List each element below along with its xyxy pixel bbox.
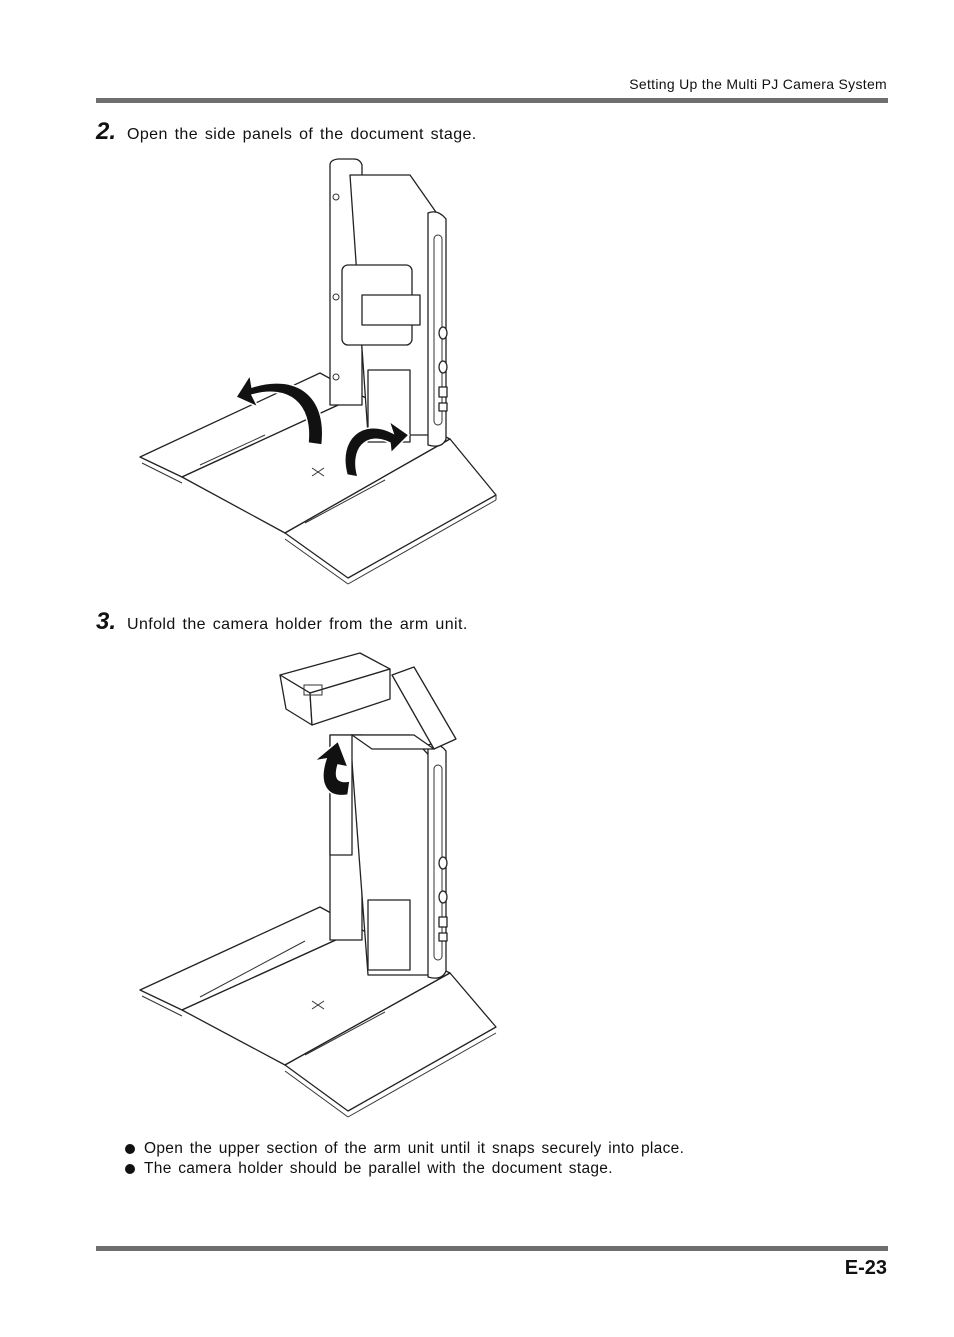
step-text: Unfold the camera holder from the arm un… bbox=[127, 616, 468, 633]
step-2: 2. Open the side panels of the document … bbox=[96, 118, 477, 146]
arm-upper-section bbox=[391, 666, 457, 750]
bullet-icon bbox=[125, 1164, 135, 1174]
bullet-icon bbox=[125, 1144, 135, 1154]
step-text: Open the side panels of the document sta… bbox=[127, 126, 477, 143]
note-item: Open the upper section of the arm unit u… bbox=[125, 1139, 684, 1159]
step-3: 3. Unfold the camera holder from the arm… bbox=[96, 608, 468, 636]
illustration-open-side-panels bbox=[139, 158, 497, 585]
illustration-unfold-camera-holder bbox=[139, 652, 497, 1118]
open-right-panel-arrow bbox=[344, 419, 411, 478]
header-section-title: Setting Up the Multi PJ Camera System bbox=[629, 76, 887, 92]
header-rule bbox=[96, 98, 888, 103]
unfold-holder-arrow bbox=[311, 739, 351, 797]
step-number: 3. bbox=[96, 608, 117, 635]
page-number: E-23 bbox=[844, 1257, 887, 1279]
footer-rule bbox=[96, 1246, 888, 1251]
note-item: The camera holder should be parallel wit… bbox=[125, 1159, 684, 1179]
notes-list: Open the upper section of the arm unit u… bbox=[125, 1139, 684, 1179]
open-left-panel-arrow bbox=[234, 372, 324, 446]
step-number: 2. bbox=[96, 118, 117, 145]
right-side-panel bbox=[284, 972, 497, 1112]
